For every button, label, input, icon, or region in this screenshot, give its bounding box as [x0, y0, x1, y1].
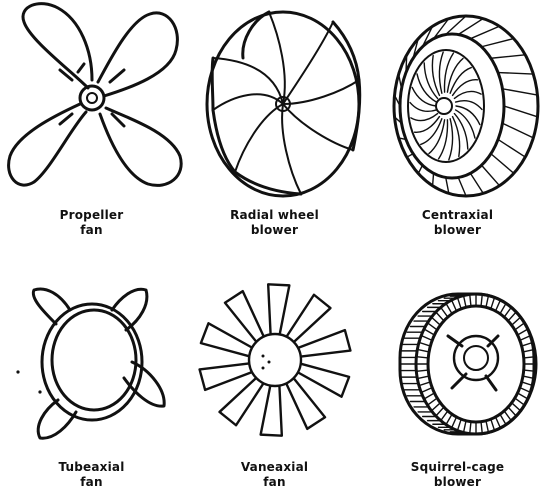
tubeaxial-fan-label-line1: Tubeaxial — [0, 460, 183, 475]
centraxial-blower-label-line1: Centraxial — [366, 208, 548, 223]
propeller-fan-label-line2: fan — [0, 223, 183, 238]
tubeaxial-fan-label-line2: fan — [0, 475, 183, 490]
vaneaxial-fan-label-line1: Vaneaxial — [183, 460, 366, 475]
tubeaxial-fan-caption: Tubeaxial fan — [0, 460, 183, 490]
radial-wheel-blower-icon — [183, 0, 366, 210]
squirrel-cage-blower-icon — [366, 250, 548, 460]
centraxial-blower-label-line2: blower — [366, 223, 548, 238]
radial-wheel-blower-panel: Radial wheel blower — [183, 0, 366, 250]
vaneaxial-fan-icon — [183, 250, 366, 460]
squirrel-cage-blower-panel: Squirrel-cage blower — [366, 250, 548, 500]
centraxial-blower-caption: Centraxial blower — [366, 208, 548, 238]
radial-wheel-blower-caption: Radial wheel blower — [183, 208, 366, 238]
radial-wheel-blower-label-line1: Radial wheel — [183, 208, 366, 223]
propeller-fan-caption: Propeller fan — [0, 208, 183, 238]
squirrel-cage-blower-label-line2: blower — [366, 475, 548, 490]
squirrel-cage-blower-label-line1: Squirrel-cage — [366, 460, 548, 475]
propeller-fan-icon — [0, 0, 183, 210]
tubeaxial-fan-panel: Tubeaxial fan — [0, 250, 183, 500]
vaneaxial-fan-caption: Vaneaxial fan — [183, 460, 366, 490]
centraxial-blower-icon — [366, 0, 548, 210]
vaneaxial-fan-panel: Vaneaxial fan — [183, 250, 366, 500]
radial-wheel-blower-label-line2: blower — [183, 223, 366, 238]
propeller-fan-label-line1: Propeller — [0, 208, 183, 223]
centraxial-blower-panel: Centraxial blower — [366, 0, 548, 250]
vaneaxial-fan-label-line2: fan — [183, 475, 366, 490]
propeller-fan-panel: Propeller fan — [0, 0, 183, 250]
tubeaxial-fan-icon — [0, 250, 183, 460]
squirrel-cage-blower-caption: Squirrel-cage blower — [366, 460, 548, 490]
